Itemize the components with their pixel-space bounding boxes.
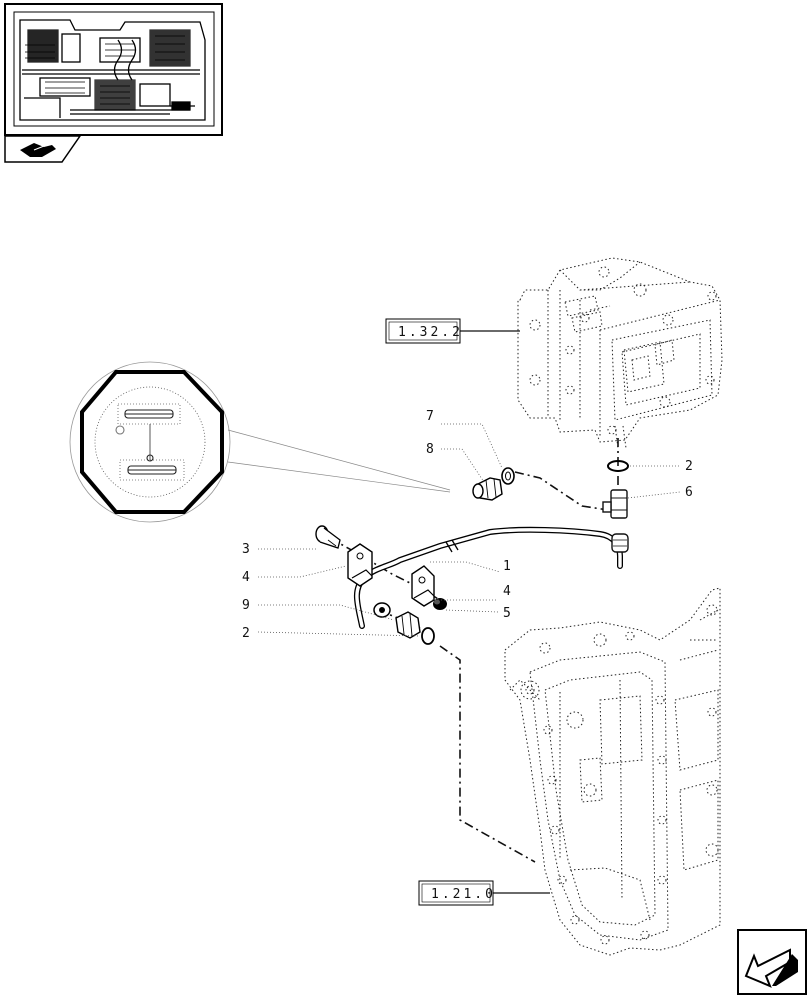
lower-housing [504, 587, 721, 956]
clip-part-4-right [411, 565, 435, 607]
callout-4-right: 4 [503, 584, 511, 599]
callout-3: 3 [242, 542, 250, 557]
reference-label-lower: 1.21.0 [431, 887, 496, 902]
upper-housing [517, 257, 723, 449]
reference-label-upper: 1.32.2 [398, 325, 463, 340]
callout-2-lower: 2 [242, 626, 250, 641]
reference-box-upper[interactable]: 1.32.2 [385, 318, 463, 344]
fitting-part-6 [602, 489, 629, 553]
callout-2-upper: 2 [685, 459, 693, 474]
reference-box-lower[interactable]: 1.21.0 [418, 880, 496, 906]
next-page-arrow-icon[interactable] [737, 929, 807, 995]
callout-8: 8 [426, 442, 434, 457]
callout-labels: 7 8 3 4 9 2 1 4 5 2 6 [242, 409, 693, 641]
bolt-part-3 [315, 525, 341, 549]
nut-part-5 [433, 598, 447, 610]
plug-part-8 [472, 477, 503, 501]
pipe-end-nut [373, 602, 391, 618]
callout-5: 5 [503, 606, 511, 621]
adapter-part-9 [395, 611, 421, 639]
callout-9: 9 [242, 598, 250, 613]
callout-7: 7 [426, 409, 434, 424]
assembly-lines [329, 438, 619, 863]
o-ring-part-2-upper [607, 460, 629, 472]
leader-lines [257, 330, 681, 894]
washer-part-7 [501, 467, 515, 485]
assembly-thumbnail[interactable] [4, 3, 223, 136]
callout-1: 1 [503, 559, 511, 574]
detail-magnifier [69, 361, 451, 523]
o-ring-part-2-lower [421, 627, 435, 645]
callout-4-left: 4 [242, 570, 250, 585]
callout-6: 6 [685, 485, 693, 500]
clip-part-4-left [347, 543, 373, 587]
section-book-icon[interactable] [4, 135, 82, 163]
